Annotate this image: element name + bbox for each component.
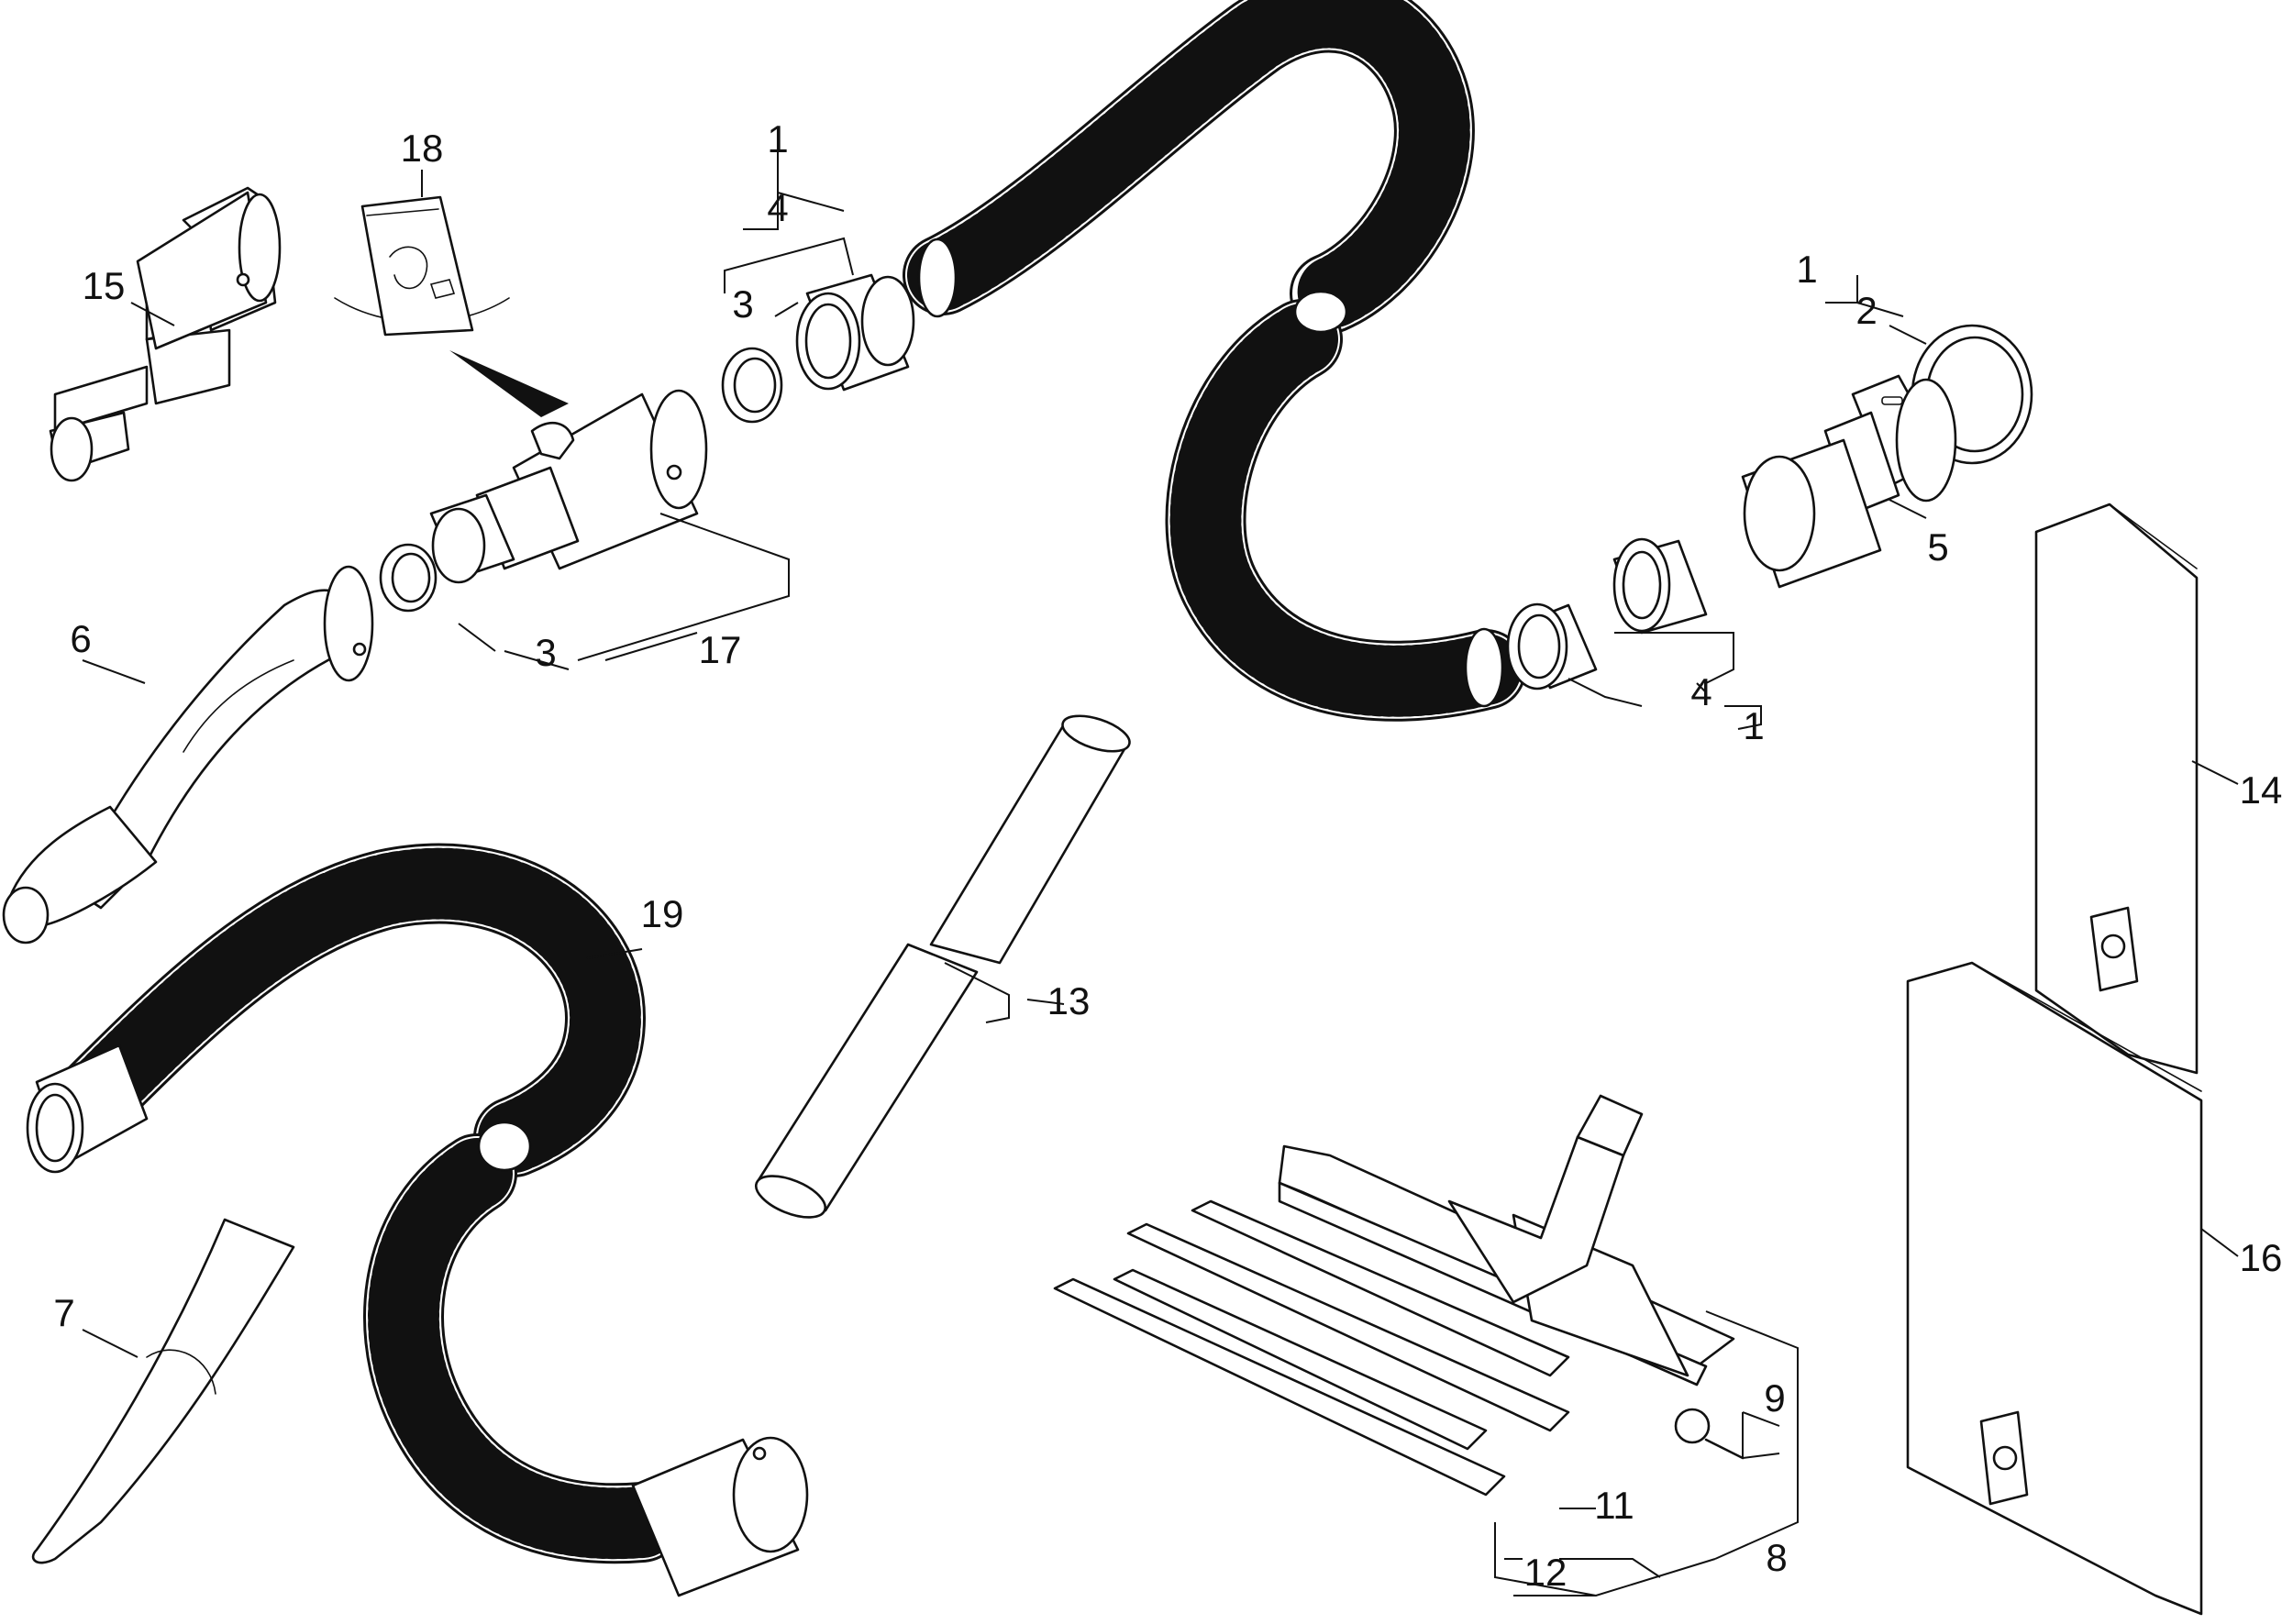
- adapter-5: [1741, 374, 1957, 589]
- clip-ring-3-upper: [721, 347, 783, 424]
- callout-11: 11: [1594, 1484, 1634, 1527]
- callout-1-right-low: 1: [1743, 704, 1764, 747]
- callout-labels: 1 4 3 18 15 6 3 17 1 2 5 4 1 14 19 13 7 …: [53, 117, 2282, 1594]
- callout-19: 19: [641, 892, 684, 935]
- callout-7: 7: [53, 1291, 74, 1334]
- callout-3-top: 3: [732, 282, 753, 326]
- hose-19: [26, 843, 809, 1597]
- upper-suction-hose: [903, 0, 1526, 722]
- callout-1-right: 1: [1796, 248, 1817, 291]
- filter-bag-pack-icon: [334, 195, 569, 417]
- filter-bags-14: [2034, 503, 2199, 1075]
- clip-ring-3-lower: [379, 543, 438, 613]
- crevice-nozzle-7: [31, 1218, 295, 1564]
- reducer-15: [49, 186, 282, 482]
- wheel-9: [1674, 1408, 1745, 1460]
- callout-13: 13: [1047, 979, 1091, 1022]
- bend-6: [2, 565, 374, 945]
- callout-6: 6: [70, 617, 91, 660]
- callout-15: 15: [83, 264, 126, 307]
- filter-bags-16: [1906, 961, 2203, 1616]
- callout-12: 12: [1524, 1551, 1567, 1594]
- connector-4-upper: [795, 273, 915, 392]
- callout-4-top: 4: [767, 186, 788, 229]
- callout-9: 9: [1764, 1376, 1785, 1420]
- callout-5: 5: [1927, 525, 1948, 569]
- pointer-arrow-icon: [449, 350, 569, 417]
- connector-4-lower: [1506, 537, 1708, 690]
- handle-17: [429, 389, 708, 584]
- rubber-strips-12: [1053, 1268, 1506, 1497]
- callout-14: 14: [2240, 768, 2283, 812]
- callout-16: 16: [2240, 1236, 2283, 1279]
- extension-tube-13-upper: [929, 714, 1131, 965]
- leader-lines: [82, 142, 2239, 1596]
- callout-8: 8: [1766, 1536, 1787, 1579]
- callout-1-top: 1: [767, 117, 788, 160]
- callout-2: 2: [1855, 289, 1877, 332]
- callout-17: 17: [699, 628, 742, 671]
- brush-strips-11: [1126, 1199, 1570, 1432]
- callout-3-low: 3: [535, 631, 556, 674]
- extension-tube-13-lower: [755, 943, 979, 1219]
- floor-nozzle-8: [1278, 1094, 1735, 1386]
- callout-4-right: 4: [1690, 670, 1711, 713]
- callout-18: 18: [401, 127, 444, 170]
